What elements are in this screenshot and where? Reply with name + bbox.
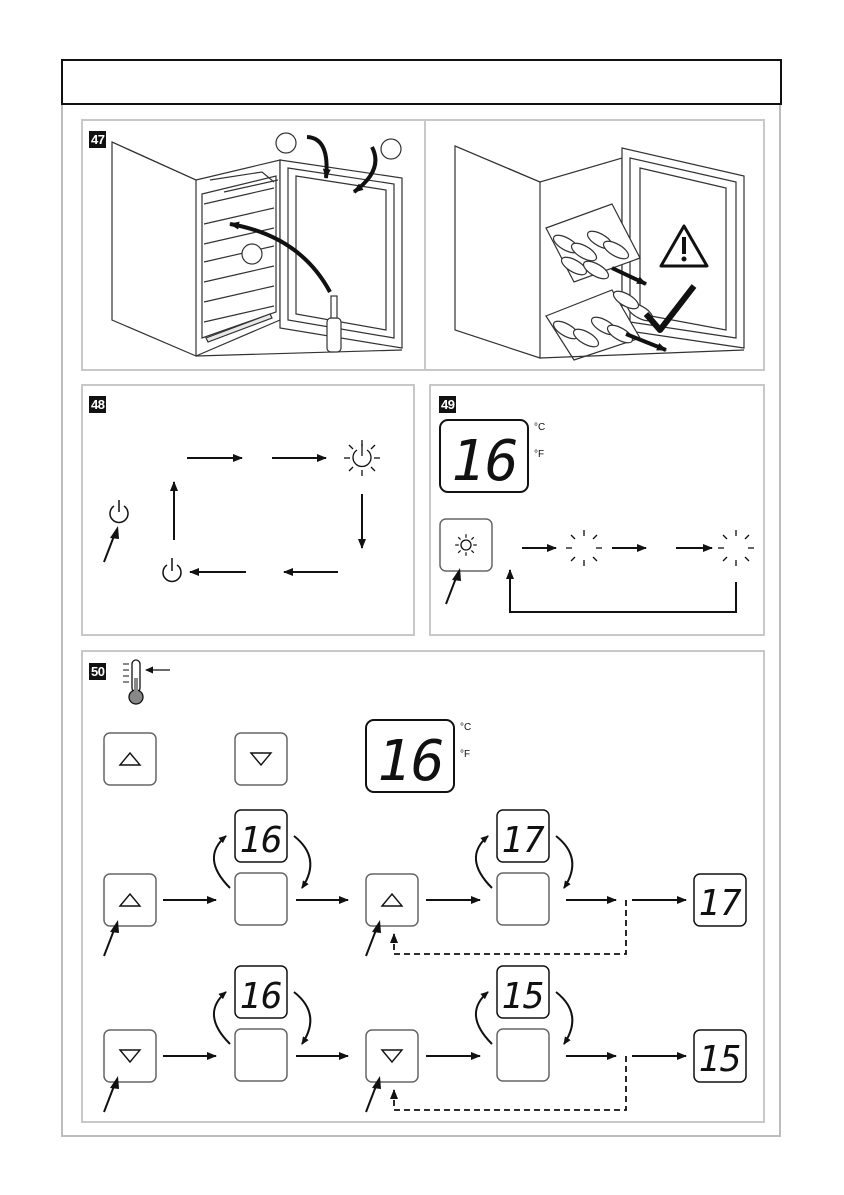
display-value: 16	[377, 729, 444, 794]
unit-celsius: °C	[534, 422, 545, 433]
display-panel: 16 °C °F	[366, 720, 471, 794]
blank-display	[235, 873, 287, 925]
blank-display	[235, 1029, 287, 1081]
unit-celsius: °C	[460, 722, 471, 733]
light-sequence	[510, 530, 754, 612]
light-icon	[344, 440, 380, 476]
down-button	[104, 1030, 156, 1082]
down-button[interactable]	[235, 733, 287, 785]
small-display-value: 15	[501, 976, 544, 1017]
thermometer-icon	[123, 660, 170, 704]
light-button[interactable]	[440, 519, 492, 571]
display-panel: 16 °C °F	[440, 420, 545, 494]
hand-pointer-icon	[446, 568, 461, 604]
small-display-value: 16	[239, 976, 282, 1017]
result-display-value: 15	[698, 1039, 741, 1080]
result-display-value: 17	[698, 883, 742, 924]
small-display-value: 16	[239, 820, 282, 861]
sequence-row-up: 16 17 17	[104, 810, 746, 956]
blank-display	[497, 1029, 549, 1081]
up-button	[366, 874, 418, 926]
power-icon	[163, 558, 181, 581]
down-button	[366, 1030, 418, 1082]
unit-fahrenheit: °F	[460, 749, 470, 760]
blank-display	[497, 873, 549, 925]
hand-pointer-icon	[104, 526, 119, 562]
small-display-value: 17	[501, 820, 545, 861]
unit-fahrenheit: °F	[534, 449, 544, 460]
cycle-arrows	[174, 458, 362, 572]
up-button	[104, 874, 156, 926]
up-button[interactable]	[104, 733, 156, 785]
display-value: 16	[451, 429, 518, 494]
sequence-row-down: 16 15 15	[104, 966, 746, 1112]
power-icon	[110, 500, 128, 522]
